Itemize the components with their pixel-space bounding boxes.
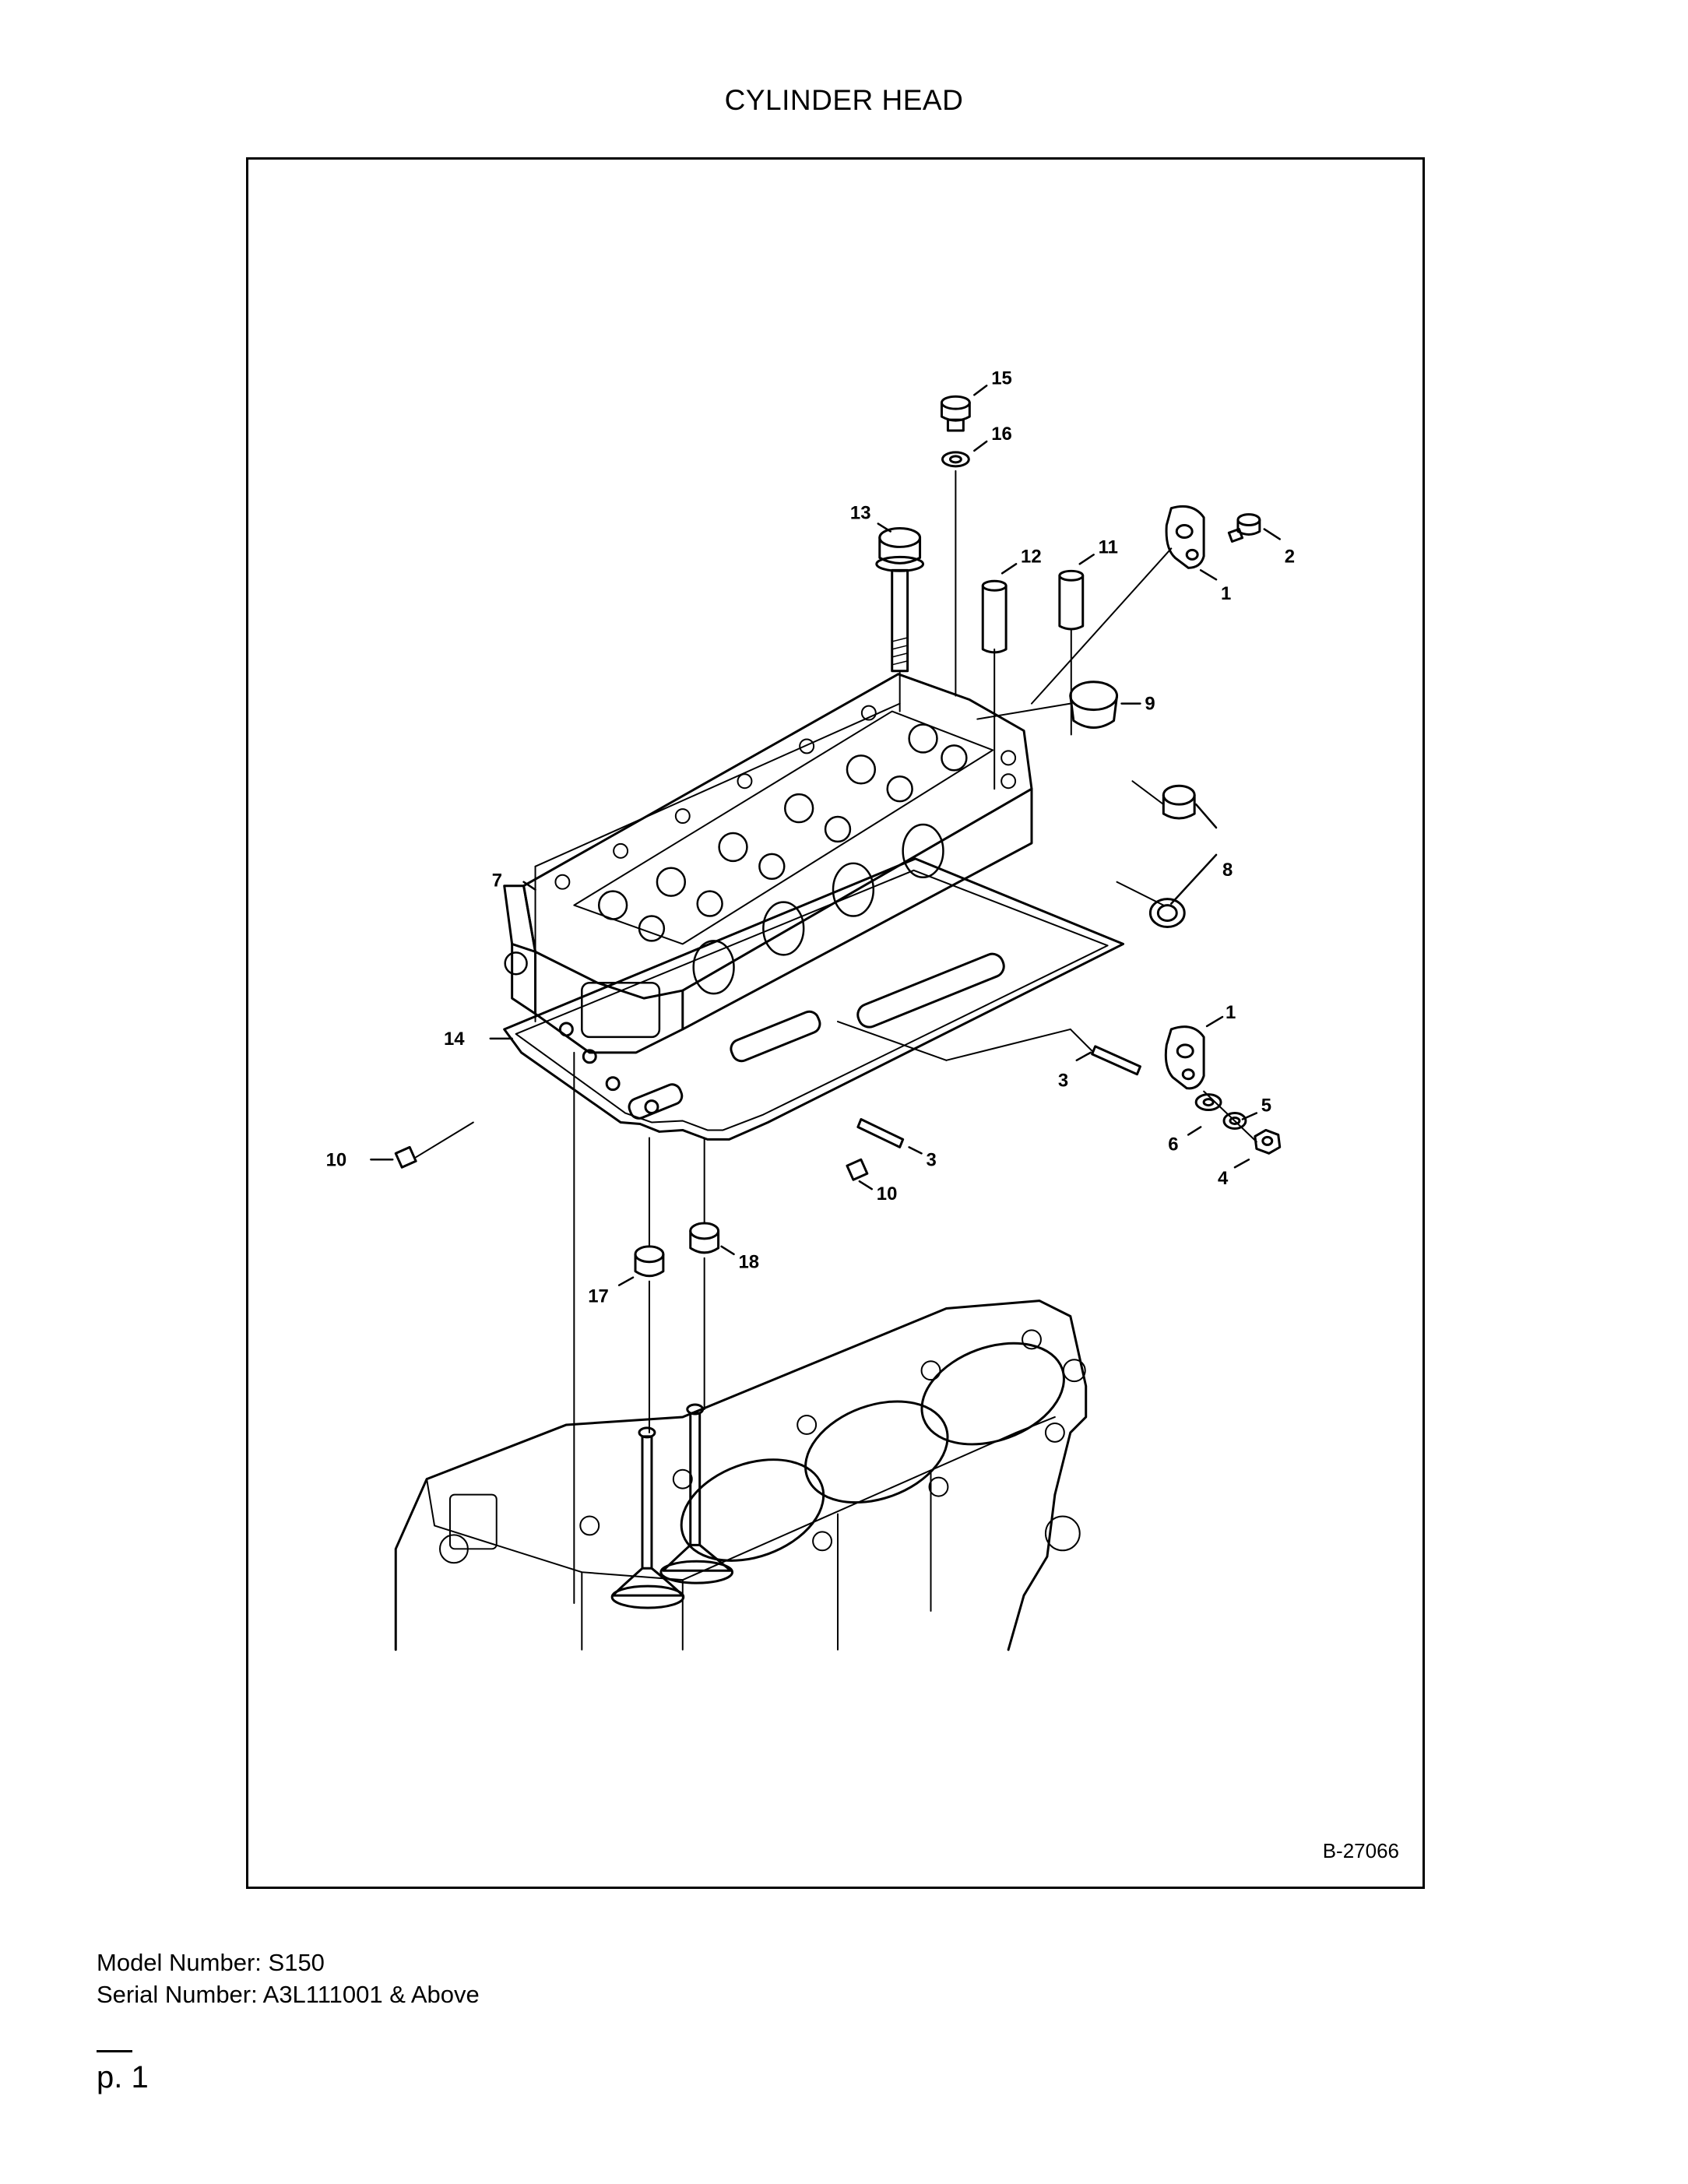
callout-7: 7 [492, 870, 502, 892]
callout-10-mid: 10 [877, 1183, 898, 1205]
setscrew-10-left [394, 1145, 417, 1169]
callout-5: 5 [1261, 1096, 1271, 1117]
figure-id: B-27066 [1322, 1839, 1399, 1862]
callout-3-right: 3 [1058, 1071, 1068, 1092]
plug-8-upper [1162, 784, 1196, 820]
callout-2: 2 [1285, 546, 1295, 567]
exploded-parts-diagram: 15 16 13 12 11 2 1 9 8 7 1 14 3 5 6 4 10… [326, 368, 1295, 1651]
callout-18: 18 [738, 1252, 759, 1273]
sleeve-11 [1058, 569, 1085, 631]
diagram-frame: 15 16 13 12 11 2 1 9 8 7 1 14 3 5 6 4 10… [246, 157, 1425, 1889]
callout-14: 14 [444, 1029, 465, 1050]
head-gasket [503, 857, 1125, 1141]
setscrew-10-mid [846, 1158, 869, 1181]
callout-labels: 15 16 13 12 11 2 1 9 8 7 1 14 3 5 6 4 10… [326, 368, 1295, 1307]
model-number: Model Number: S150 [97, 1949, 325, 1976]
callout-9: 9 [1145, 694, 1155, 715]
page-title: CYLINDER HEAD [724, 84, 964, 116]
callout-12: 12 [1021, 546, 1042, 567]
callout-8: 8 [1222, 860, 1233, 881]
page-rule [97, 2050, 132, 2052]
callout-leaders [370, 385, 1281, 1286]
page-number: p. 1 [97, 2060, 149, 2094]
lifting-hook-bottom [1164, 1025, 1205, 1090]
callout-4: 4 [1218, 1168, 1229, 1189]
callout-1-bottom: 1 [1226, 1002, 1236, 1023]
washer-16 [941, 451, 970, 468]
callout-16: 16 [991, 424, 1012, 445]
callout-13: 13 [850, 503, 871, 524]
valve-18 [659, 1403, 734, 1584]
nut-4 [1254, 1128, 1282, 1155]
stem-seal-18 [689, 1222, 720, 1254]
valve-17 [610, 1426, 685, 1609]
stem-seal-17 [634, 1245, 665, 1278]
stud-3-right [1091, 1045, 1141, 1076]
sleeve-12 [981, 579, 1008, 654]
alignment-lines [415, 470, 1257, 1605]
plug-8-lower [1148, 898, 1186, 928]
callout-17: 17 [588, 1286, 609, 1307]
callout-1-top: 1 [1221, 583, 1231, 604]
engine-block [394, 1299, 1088, 1651]
footer-info: Model Number: S150 Serial Number: A3L111… [97, 1947, 480, 2010]
plug-15 [940, 395, 971, 432]
lock-washer-5 [1222, 1112, 1247, 1130]
lifting-hook-top [1165, 505, 1205, 569]
head-bolt [875, 527, 925, 673]
callout-3-mid: 3 [927, 1149, 937, 1170]
stud-3-mid [856, 1118, 905, 1148]
callout-11: 11 [1099, 536, 1118, 557]
cap-9 [1069, 681, 1119, 729]
serial-number: Serial Number: A3L111001 & Above [97, 1981, 480, 2008]
callout-6: 6 [1168, 1134, 1178, 1155]
callout-10-left: 10 [326, 1149, 347, 1170]
washer-6 [1194, 1093, 1222, 1112]
callout-15: 15 [991, 368, 1012, 389]
bolt-2 [1227, 513, 1261, 543]
